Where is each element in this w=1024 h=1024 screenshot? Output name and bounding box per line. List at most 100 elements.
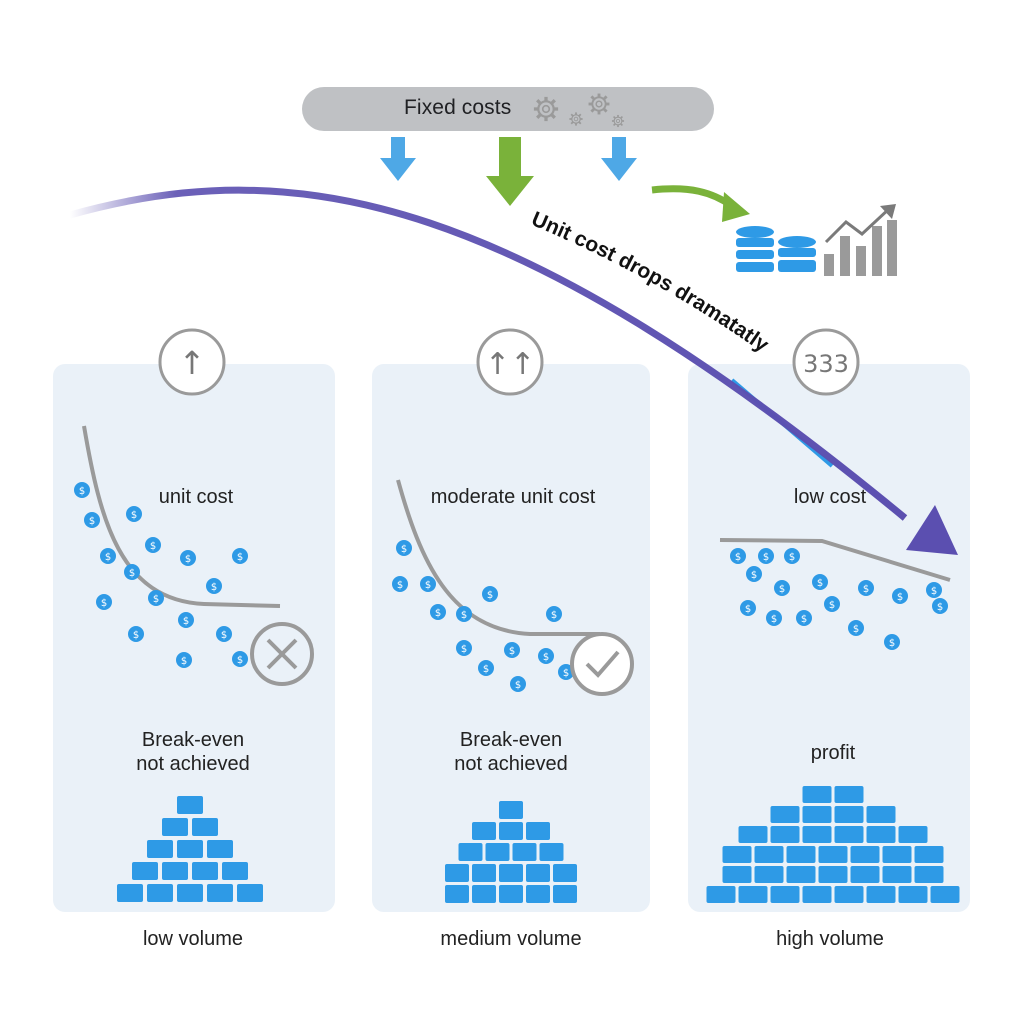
brick bbox=[499, 801, 523, 819]
status-text-low: Break-even not achieved bbox=[103, 728, 283, 776]
dollar-coin-icon: $ bbox=[478, 660, 494, 676]
brick bbox=[770, 806, 800, 823]
brick bbox=[526, 864, 550, 882]
svg-text:↑: ↑ bbox=[179, 344, 206, 382]
brick bbox=[802, 786, 832, 803]
fixed-costs-bar bbox=[302, 87, 714, 131]
brick bbox=[526, 822, 550, 840]
svg-text:$: $ bbox=[779, 584, 785, 595]
brick bbox=[914, 846, 944, 863]
svg-text:$: $ bbox=[221, 630, 227, 641]
brick bbox=[738, 826, 768, 843]
dollar-coin-icon: $ bbox=[740, 600, 756, 616]
brick bbox=[177, 796, 203, 814]
brick bbox=[706, 886, 736, 903]
svg-text:$: $ bbox=[771, 614, 777, 625]
brick bbox=[526, 885, 550, 903]
brick bbox=[770, 826, 800, 843]
curve-label-medium: moderate unit cost bbox=[430, 486, 596, 508]
brick bbox=[866, 806, 896, 823]
svg-text:$: $ bbox=[153, 594, 159, 605]
brick bbox=[898, 826, 928, 843]
dollar-coin-icon: $ bbox=[858, 580, 874, 596]
badge-high: 333 bbox=[792, 328, 860, 396]
dollar-coin-icon: $ bbox=[232, 651, 248, 667]
brick bbox=[738, 886, 768, 903]
brick bbox=[207, 840, 233, 858]
dollar-coin-icon: $ bbox=[96, 594, 112, 610]
svg-text:$: $ bbox=[789, 552, 795, 563]
cost-curve-low bbox=[82, 425, 281, 608]
brick bbox=[472, 822, 496, 840]
svg-text:$: $ bbox=[101, 598, 107, 609]
brick bbox=[499, 822, 523, 840]
curve-label-high: low cost bbox=[793, 486, 867, 508]
brick bbox=[472, 864, 496, 882]
cost-curve-medium bbox=[396, 479, 600, 636]
brick bbox=[818, 846, 848, 863]
svg-text:$: $ bbox=[745, 604, 751, 615]
dollar-coin-icon: $ bbox=[216, 626, 232, 642]
coin-stacks-icon bbox=[736, 226, 816, 272]
dollar-coin-icon: $ bbox=[784, 548, 800, 564]
svg-text:$: $ bbox=[551, 610, 557, 621]
dollar-coin-icon: $ bbox=[178, 612, 194, 628]
brick bbox=[882, 846, 912, 863]
svg-text:$: $ bbox=[425, 580, 431, 591]
brick bbox=[192, 818, 218, 836]
svg-text:$: $ bbox=[237, 655, 243, 666]
brick bbox=[117, 884, 143, 902]
status-line2-low: not achieved bbox=[136, 753, 250, 775]
growth-chart-icon bbox=[824, 204, 897, 276]
gears-icon bbox=[532, 92, 625, 128]
dollar-coin-icon: $ bbox=[420, 576, 436, 592]
dollar-coin-icon: $ bbox=[848, 620, 864, 636]
brick bbox=[207, 884, 233, 902]
badge-medium: ↑↑ bbox=[476, 328, 544, 396]
svg-text:$: $ bbox=[515, 680, 521, 691]
brick bbox=[850, 866, 880, 883]
svg-text:$: $ bbox=[763, 552, 769, 563]
dollar-coin-icon: $ bbox=[206, 578, 222, 594]
cost-curve-high bbox=[719, 538, 951, 582]
brick bbox=[802, 806, 832, 823]
green-curved-arrow bbox=[651, 185, 750, 222]
svg-text:$: $ bbox=[483, 664, 489, 675]
dollar-coin-icon: $ bbox=[892, 588, 908, 604]
dollar-coin-icon: $ bbox=[100, 548, 116, 564]
blue-down-arrow-right bbox=[601, 137, 637, 181]
svg-text:$: $ bbox=[105, 552, 111, 563]
svg-text:$: $ bbox=[397, 580, 403, 591]
dollar-coin-icon: $ bbox=[396, 540, 412, 556]
brick bbox=[754, 866, 784, 883]
svg-text:$: $ bbox=[931, 586, 937, 597]
brick bbox=[786, 846, 816, 863]
brick bbox=[802, 826, 832, 843]
coins-layer: $$$$$$$$$$$$$$$$$$$$$$$$$$$$$$$$$$$$$$$$… bbox=[74, 482, 948, 692]
dollar-coin-icon: $ bbox=[84, 512, 100, 528]
fixed-costs-label: Fixed costs bbox=[404, 96, 512, 119]
brick bbox=[177, 884, 203, 902]
dollar-coin-icon: $ bbox=[758, 548, 774, 564]
brick bbox=[866, 886, 896, 903]
svg-text:$: $ bbox=[185, 554, 191, 565]
svg-text:$: $ bbox=[735, 552, 741, 563]
dollar-coin-icon: $ bbox=[180, 550, 196, 566]
brick bbox=[499, 864, 523, 882]
svg-text:$: $ bbox=[89, 516, 95, 527]
brick bbox=[898, 886, 928, 903]
dollar-coin-icon: $ bbox=[558, 664, 574, 680]
badge-low: ↑ bbox=[158, 328, 226, 396]
brick bbox=[722, 866, 752, 883]
svg-text:$: $ bbox=[211, 582, 217, 593]
brick bbox=[834, 886, 864, 903]
dollar-coin-icon: $ bbox=[128, 626, 144, 642]
svg-text:$: $ bbox=[889, 638, 895, 649]
svg-text:$: $ bbox=[181, 656, 187, 667]
svg-text:$: $ bbox=[129, 568, 135, 579]
svg-text:$: $ bbox=[131, 510, 137, 521]
brick bbox=[770, 886, 800, 903]
brick bbox=[485, 843, 510, 861]
brick bbox=[539, 843, 564, 861]
dollar-coin-icon: $ bbox=[392, 576, 408, 592]
